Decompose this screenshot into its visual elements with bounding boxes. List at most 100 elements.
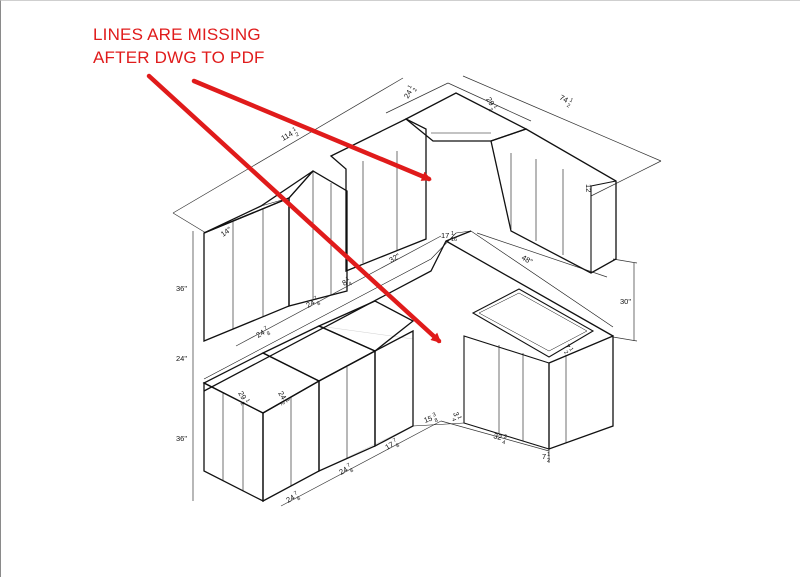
dim-whole: 29	[236, 390, 248, 402]
dim-17-7: 17 7 8	[384, 437, 401, 452]
upper-cabinet-left-front	[203, 197, 290, 342]
dim-24-7-upper-a: 24 7 8	[255, 325, 272, 340]
dim-whole: 32	[492, 431, 502, 442]
dim-den: 8	[316, 301, 322, 308]
dim-num: 7	[313, 295, 319, 302]
dim-whole: 24	[255, 328, 267, 340]
dim-24-lower: 24 1 2	[276, 390, 291, 407]
dim-num: 7	[263, 325, 269, 332]
base-cabinet-left-side	[203, 381, 264, 503]
dim-8: 8 1 4	[341, 276, 354, 288]
dim-12: 12	[584, 184, 593, 192]
dim-den: 2	[487, 107, 494, 113]
dim-whole: 24	[276, 390, 288, 402]
dim-48: 48"	[520, 253, 534, 266]
dim-num: 1	[451, 231, 454, 237]
lower-base-cabinets	[202, 300, 614, 503]
dim-whole: 3	[451, 411, 461, 418]
dim-den: 8	[434, 418, 439, 425]
dim-whole: 24	[305, 298, 317, 310]
dim-whole: 7	[542, 452, 546, 461]
dim-whole: 74	[558, 93, 570, 105]
dim-den: 8	[296, 496, 302, 503]
dim-24-7-lower-b: 24 7 8	[338, 462, 355, 477]
dim-74: 74 1 2	[558, 93, 574, 110]
dimension-lines	[172, 75, 662, 507]
cooktop	[471, 288, 595, 358]
dim-15: 15 3 8	[423, 412, 439, 425]
dim-whole: 7	[562, 343, 572, 351]
dim-3: 3 1 4	[450, 411, 463, 423]
dim-7-bottom: 7 1 2	[542, 452, 550, 464]
dim-den: 2	[239, 401, 246, 407]
dim-num: 7	[346, 462, 352, 469]
dim-num: 1	[568, 98, 574, 105]
dim-den: 8	[395, 443, 401, 450]
dim-24-7-lower-a: 24 7 8	[285, 490, 302, 505]
dim-24top: 24 1 2	[402, 84, 419, 100]
dim-num: 3	[503, 434, 508, 441]
base-cabinet-left-top	[202, 352, 321, 414]
dim-num: 1	[456, 415, 463, 420]
arrow-to-upper-corner	[191, 78, 432, 182]
dim-num: 1	[345, 276, 351, 283]
dim-24-mid: 24"	[176, 354, 187, 363]
dim-30-right: 30"	[620, 297, 631, 306]
dim-whole: 24	[285, 493, 297, 505]
dim-den: 4	[450, 417, 457, 422]
dim-36-upper: 36"	[176, 284, 187, 293]
dim-den: 4	[348, 281, 354, 288]
dim-whole: 17	[384, 440, 396, 452]
dim-den: 2	[562, 350, 569, 356]
dim-36-lower: 36"	[176, 434, 187, 443]
dim-den: 2	[565, 103, 571, 110]
base-cabinet-mid-top	[261, 325, 377, 382]
dim-whole: 114	[280, 129, 295, 143]
dim-den: 2	[295, 132, 301, 139]
dim-num: 1	[492, 104, 499, 110]
upper-cabinet-side	[288, 170, 348, 307]
dim-num: 7	[392, 437, 398, 444]
upper-right-cabinet-body	[490, 128, 617, 274]
dim-num: 1	[407, 84, 414, 90]
dim-num: 1	[567, 347, 574, 353]
dim-den: 2	[279, 401, 286, 407]
arrow-to-counter-corner	[146, 73, 442, 344]
corner-base-side	[548, 335, 614, 450]
annotation-line-2: AFTER DWG TO PDF	[93, 48, 265, 67]
dim-whole: 24	[402, 88, 414, 100]
dim-32-3: 32 3 4	[492, 431, 508, 447]
dim-whole: 15	[423, 414, 434, 425]
dim-num: 3	[432, 412, 437, 419]
upper-wall-cabinets	[203, 92, 528, 342]
base-cabinet-end	[374, 329, 414, 448]
upper-right-cabinets	[490, 128, 617, 274]
dim-den: 4	[501, 440, 506, 447]
dim-29: 29 1 2	[484, 96, 499, 113]
base-cabinet-right-top	[317, 300, 415, 352]
corner-top-panel	[404, 92, 528, 142]
dim-num: 1	[292, 126, 298, 133]
dim-whole: 29	[484, 96, 496, 108]
dim-num: 1	[547, 452, 550, 458]
callout-arrows	[146, 73, 442, 344]
dim-den: 16	[451, 237, 457, 243]
dim-whole: 24	[338, 465, 350, 477]
corner-base-front	[463, 335, 550, 450]
dim-den: 2	[547, 458, 550, 464]
countertop	[203, 230, 614, 392]
dim-num: 1	[284, 398, 291, 404]
dim-24-7-upper-b: 24 7 8	[305, 295, 322, 310]
dim-whole: 17	[441, 231, 449, 240]
dim-7-right: 7 1 2	[562, 343, 574, 356]
upper-cabinet-top	[203, 170, 314, 234]
dim-whole: 8	[341, 278, 349, 288]
dim-num: 1	[244, 398, 251, 404]
dim-den: 8	[349, 468, 355, 475]
dim-den: 2	[412, 87, 419, 93]
dim-den: 8	[266, 331, 272, 338]
dim-114: 114 1 2	[280, 126, 301, 143]
dim-17: 17 1 16	[441, 231, 457, 243]
